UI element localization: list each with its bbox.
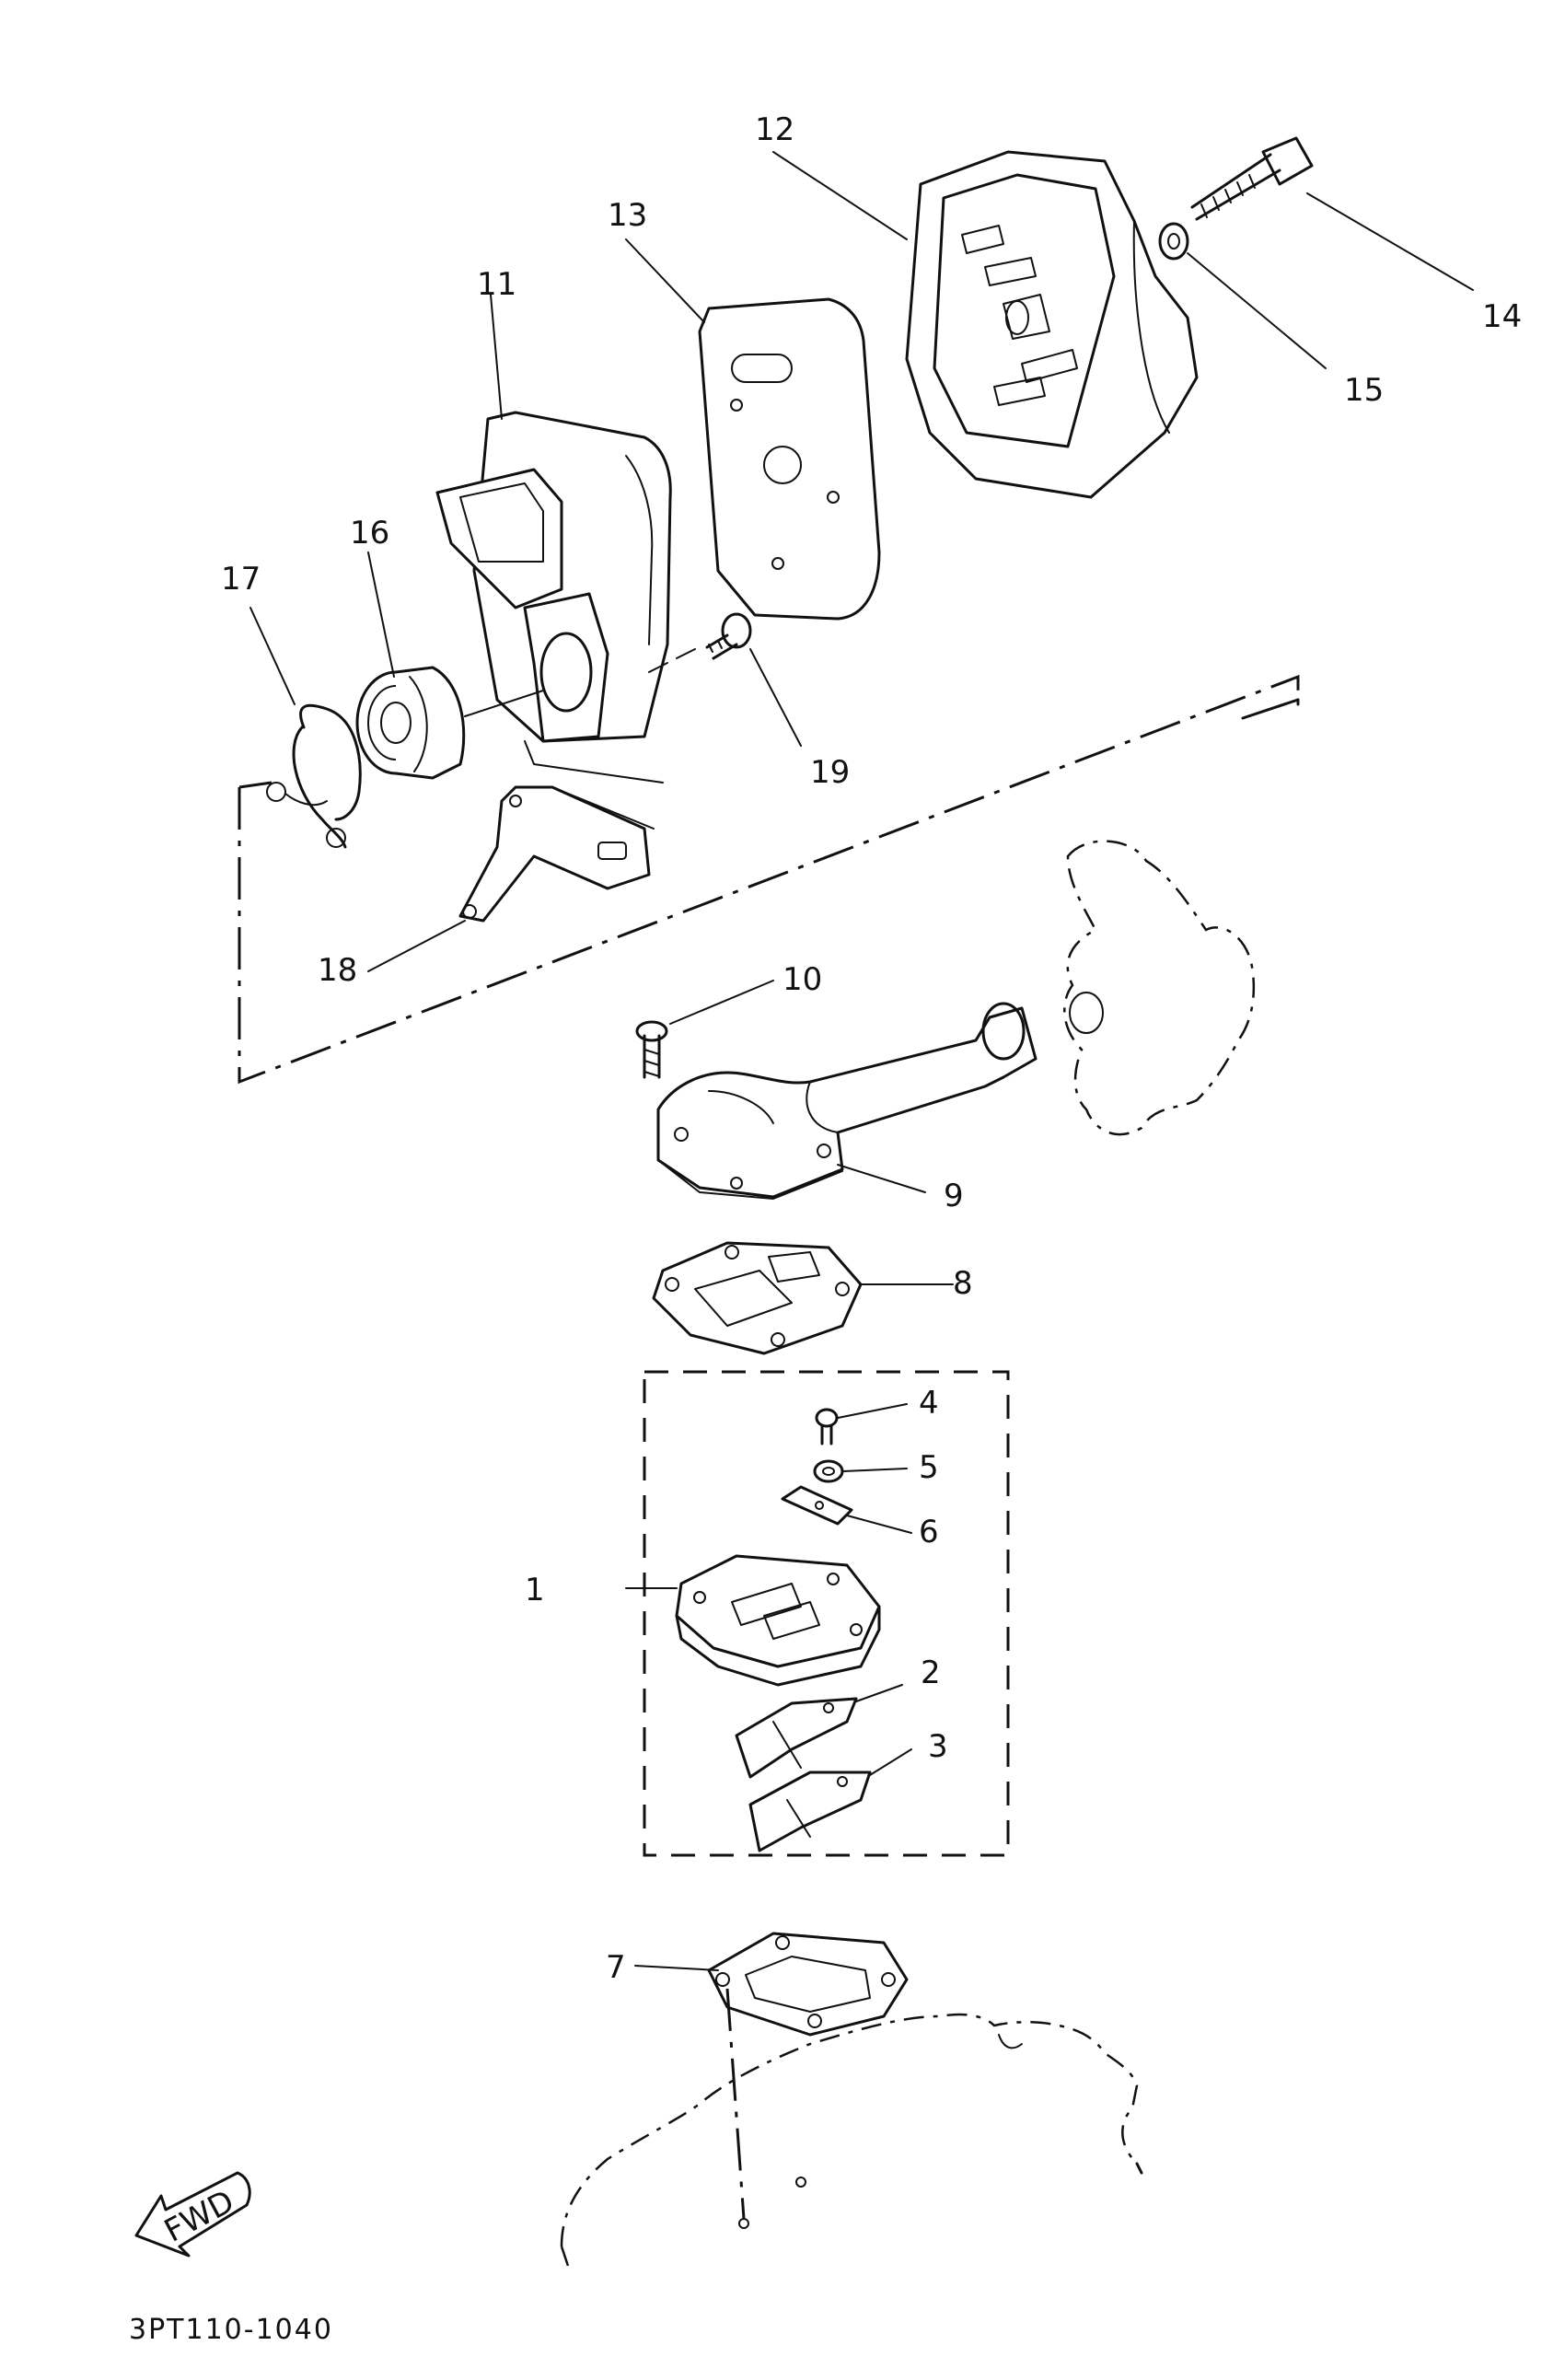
part-5-nut xyxy=(813,1459,844,1483)
part-13-element xyxy=(698,297,881,621)
part-19-screw xyxy=(648,612,752,673)
part-17-clamp xyxy=(266,703,362,849)
part-3-reed xyxy=(748,1770,872,1852)
fwd-arrow-icon: FWD xyxy=(134,2171,251,2258)
part-7-gasket xyxy=(707,1932,909,2229)
part-15-washer xyxy=(1158,222,1189,261)
part-1-reed-valve-block xyxy=(675,1554,881,1687)
callout-9: 9 xyxy=(944,1178,964,1214)
part-2-reed xyxy=(735,1697,858,1779)
leader-lines xyxy=(249,151,1474,1971)
callout-14: 14 xyxy=(1482,298,1522,335)
phantom-engine-outline-upper xyxy=(1063,840,1256,1136)
reed-valve-assembly-box xyxy=(643,1370,1010,1857)
phantom-engine-outline-lower xyxy=(560,2013,1143,2275)
part-14-bolt xyxy=(1190,136,1314,221)
part-18-bracket xyxy=(458,785,655,923)
part-11-case xyxy=(435,411,672,784)
part-10-screw xyxy=(635,1020,668,1079)
callout-2: 2 xyxy=(921,1654,941,1691)
diagram-code: 3PT110-1040 xyxy=(129,2314,333,2346)
part-4-screw xyxy=(815,1408,839,1445)
callout-3: 3 xyxy=(928,1728,948,1765)
callout-10: 10 xyxy=(782,961,822,998)
part-9-manifold xyxy=(656,1002,1038,1200)
part-12-case-cover xyxy=(905,150,1199,499)
part-6-stopper xyxy=(781,1485,853,1526)
callout-4: 4 xyxy=(919,1385,939,1422)
part-8-gasket xyxy=(652,1241,863,1355)
callout-19: 19 xyxy=(810,754,850,791)
callout-12: 12 xyxy=(755,111,794,148)
part-16-joint xyxy=(355,666,544,780)
callout-8: 8 xyxy=(953,1265,973,1302)
callout-11: 11 xyxy=(477,266,516,303)
callout-16: 16 xyxy=(350,515,389,551)
callout-7: 7 xyxy=(606,1949,626,1986)
assembly-boundary xyxy=(238,674,1300,1085)
callout-17: 17 xyxy=(221,561,261,598)
callout-18: 18 xyxy=(318,952,357,989)
callout-13: 13 xyxy=(608,197,647,234)
callout-15: 15 xyxy=(1344,372,1384,409)
callout-1: 1 xyxy=(525,1572,545,1608)
callout-6: 6 xyxy=(919,1514,939,1550)
callout-labels: 12 14 15 13 11 16 17 19 18 10 9 8 4 5 6 … xyxy=(221,111,1522,1986)
callout-5: 5 xyxy=(919,1449,939,1486)
